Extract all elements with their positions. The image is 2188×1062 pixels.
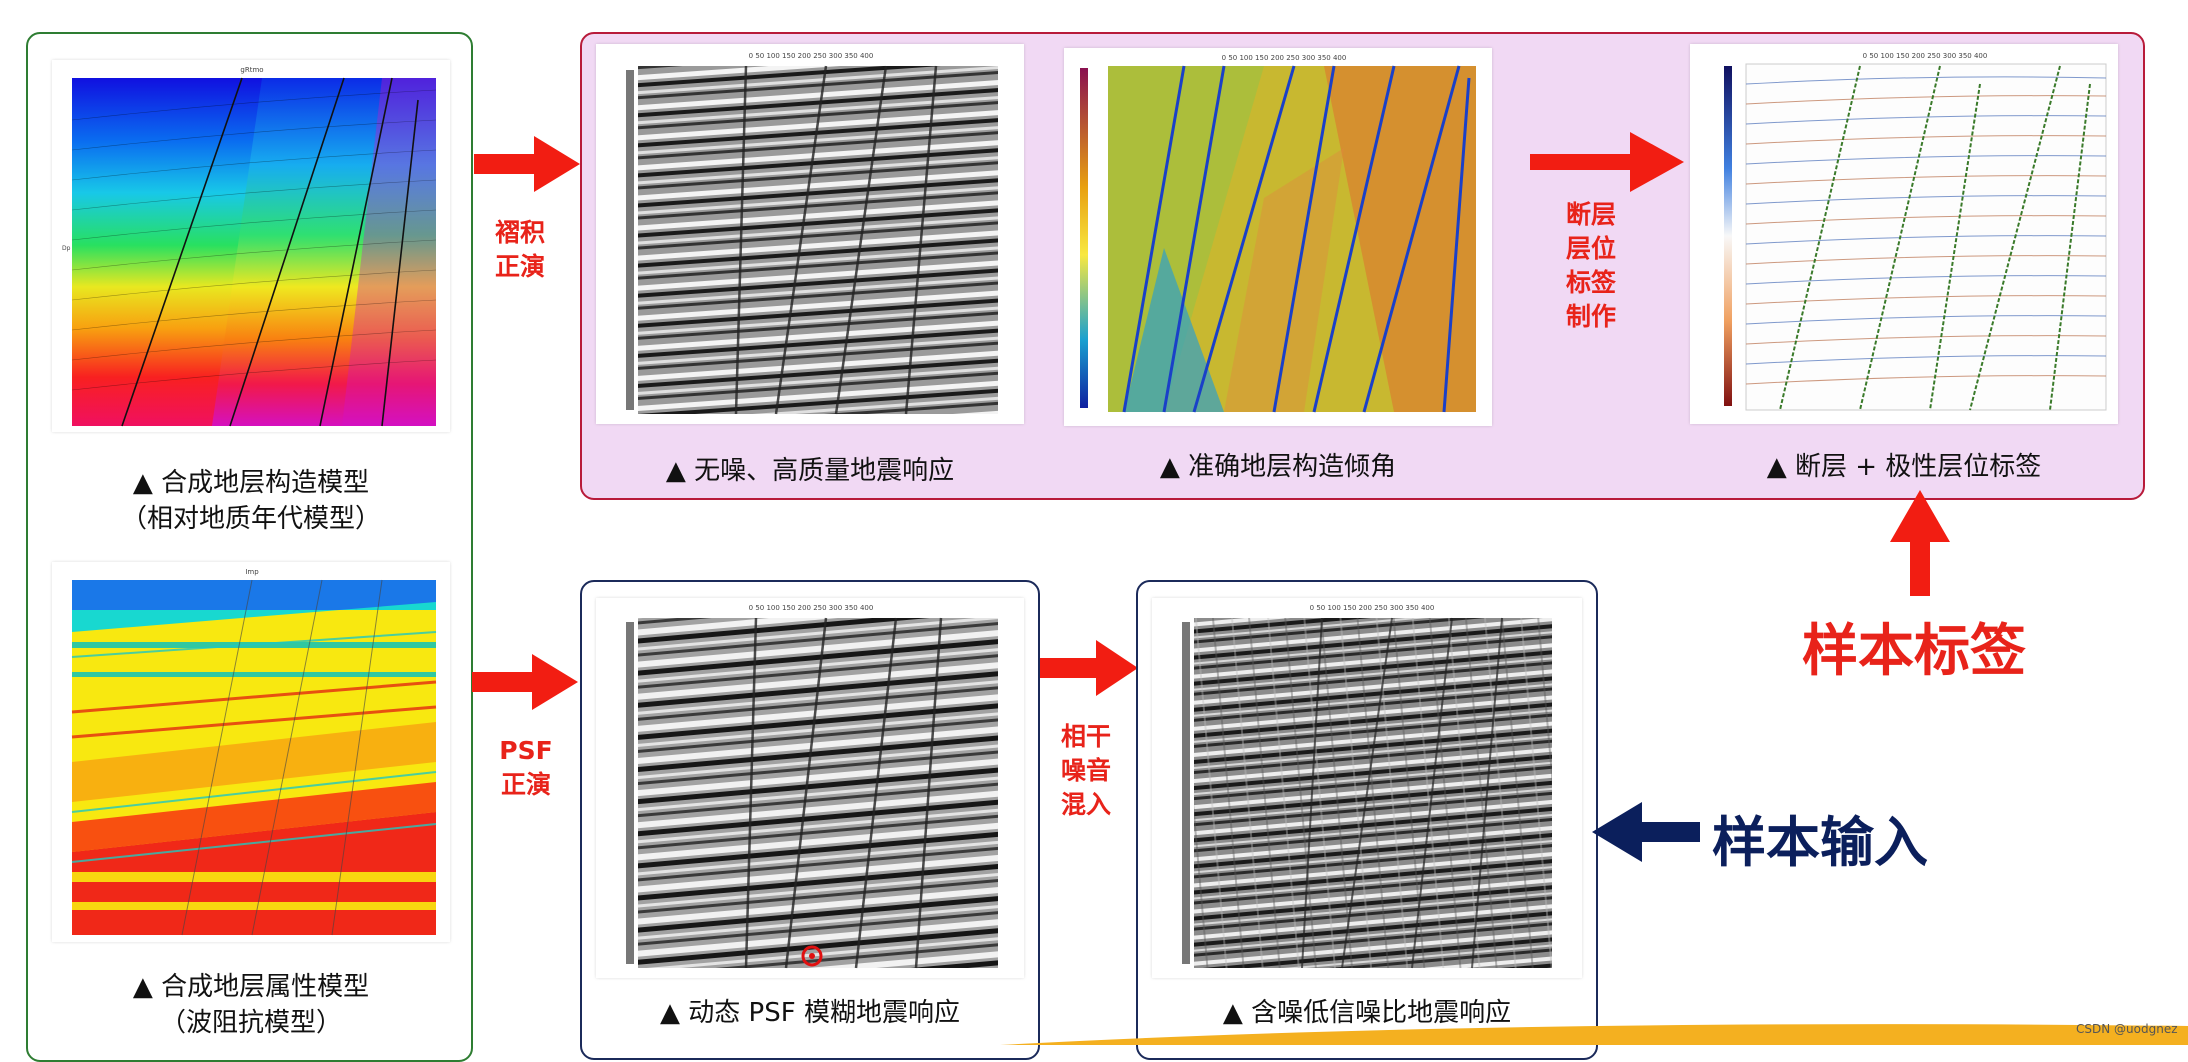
clean-seismic-caption: ▲ 无噪、高质量地震响应 bbox=[596, 450, 1024, 487]
fault-horizon-label-image: 0 50 100 150 200 250 300 350 400 bbox=[1690, 44, 2118, 424]
svg-text:0 50 100 150 200: 0 50 100 150 200 250 300 350 400 bbox=[1863, 52, 1988, 60]
sample-input-arrow-icon bbox=[1590, 802, 1702, 862]
convolution-label: 褶积 正演 bbox=[480, 216, 560, 284]
sample-label-text: 样本标签 bbox=[1802, 606, 2026, 687]
svg-text:Dp: Dp bbox=[62, 245, 71, 252]
svg-text:0 50 100 150 200: 0 50 100 150 200 250 300 350 400 bbox=[1222, 54, 1347, 62]
psf-seismic-image: 0 50 100 150 200 250 300 350 400 bbox=[596, 598, 1024, 978]
label-making-label: 断层 层位 标签 制作 bbox=[1546, 198, 1636, 334]
dip-caption: ▲ 准确地层构造倾角 bbox=[1064, 446, 1492, 483]
svg-text:Imp: Imp bbox=[245, 568, 259, 576]
convolution-arrow-icon bbox=[474, 134, 584, 194]
model1-caption-line2: （相对地质年代模型） bbox=[52, 498, 450, 535]
decorative-stripe bbox=[1000, 1008, 2188, 1045]
clean-seismic-image: 0 50 100 150 200 250 300 350 400 bbox=[596, 44, 1024, 424]
svg-text:0 50 100 150 200: 0 50 100 150 200 250 300 350 400 bbox=[749, 52, 874, 60]
svg-text:0 50 100 150 200: 0 50 100 150 200 250 300 350 400 bbox=[749, 604, 874, 612]
watermark: CSDN @uodgnez bbox=[2076, 1022, 2178, 1036]
noise-arrow-icon bbox=[1040, 640, 1140, 696]
impedance-model-image: Imp bbox=[52, 562, 450, 942]
svg-text:gRtmo: gRtmo bbox=[240, 66, 263, 74]
model2-caption-line2: （波阻抗模型） bbox=[52, 1002, 450, 1039]
psf-label: PSF 正演 bbox=[486, 734, 566, 802]
model1-caption-line1: ▲ 合成地层构造模型 bbox=[52, 462, 450, 499]
dip-attribute-image: 0 50 100 150 200 250 300 350 400 bbox=[1064, 48, 1492, 426]
sample-input-text: 样本输入 bbox=[1712, 798, 1928, 877]
rgt-model-image: gRtmo Dp bbox=[52, 60, 450, 432]
label-making-arrow-icon bbox=[1530, 132, 1686, 192]
noisy-seismic-image: 0 50 100 150 200 250 300 350 400 bbox=[1152, 598, 1582, 978]
fault-horizon-caption: ▲ 断层 + 极性层位标签 bbox=[1690, 446, 2118, 483]
svg-text:0 50 100 150 200: 0 50 100 150 200 250 300 350 400 bbox=[1310, 604, 1435, 612]
sample-label-arrow-icon bbox=[1888, 488, 1952, 598]
model2-caption-line1: ▲ 合成地层属性模型 bbox=[52, 966, 450, 1003]
psf-seismic-caption: ▲ 动态 PSF 模糊地震响应 bbox=[596, 992, 1024, 1029]
psf-arrow-icon bbox=[472, 652, 582, 712]
noise-label: 相干 噪音 混入 bbox=[1046, 720, 1126, 822]
